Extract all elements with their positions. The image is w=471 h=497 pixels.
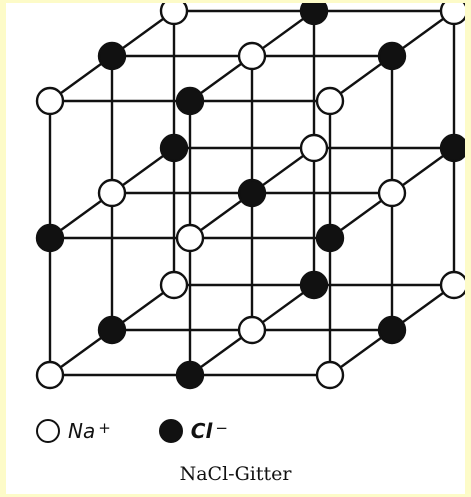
cl-ion bbox=[299, 270, 329, 300]
na-ion bbox=[159, 270, 189, 300]
na-ion bbox=[439, 270, 465, 300]
na-legend-label: Na bbox=[68, 419, 96, 443]
cl-ion bbox=[439, 133, 465, 163]
cl-ion bbox=[315, 223, 345, 253]
cl-ion bbox=[175, 360, 205, 390]
cl-legend-label: Cl bbox=[190, 419, 213, 443]
na-legend-charge: + bbox=[98, 419, 111, 437]
na-ion bbox=[315, 360, 345, 390]
na-ion bbox=[237, 315, 267, 345]
na-ion bbox=[97, 178, 127, 208]
na-ion bbox=[315, 86, 345, 116]
cl-ion bbox=[97, 315, 127, 345]
figure-caption: NaCl-Gitter bbox=[179, 463, 292, 485]
na-ion bbox=[377, 178, 407, 208]
na-ion bbox=[35, 86, 65, 116]
cl-legend-charge: − bbox=[215, 419, 228, 437]
na-ion bbox=[299, 133, 329, 163]
cl-ion bbox=[35, 223, 65, 253]
na-ion-legend-icon bbox=[36, 419, 60, 443]
legend: Na + Cl − bbox=[36, 419, 228, 443]
cl-ion bbox=[159, 133, 189, 163]
cl-ion bbox=[237, 178, 267, 208]
cl-ion bbox=[97, 41, 127, 71]
cl-ion bbox=[377, 315, 407, 345]
cl-ion bbox=[299, 3, 329, 26]
na-ion bbox=[237, 41, 267, 71]
na-ion bbox=[439, 3, 465, 26]
nacl-lattice-diagram bbox=[35, 3, 465, 390]
cl-ion bbox=[175, 86, 205, 116]
cl-ion bbox=[377, 41, 407, 71]
na-ion bbox=[35, 360, 65, 390]
cl-ion-legend-icon bbox=[158, 419, 183, 443]
na-ion bbox=[175, 223, 205, 253]
lattice-ions bbox=[35, 3, 465, 390]
na-ion bbox=[159, 3, 189, 26]
